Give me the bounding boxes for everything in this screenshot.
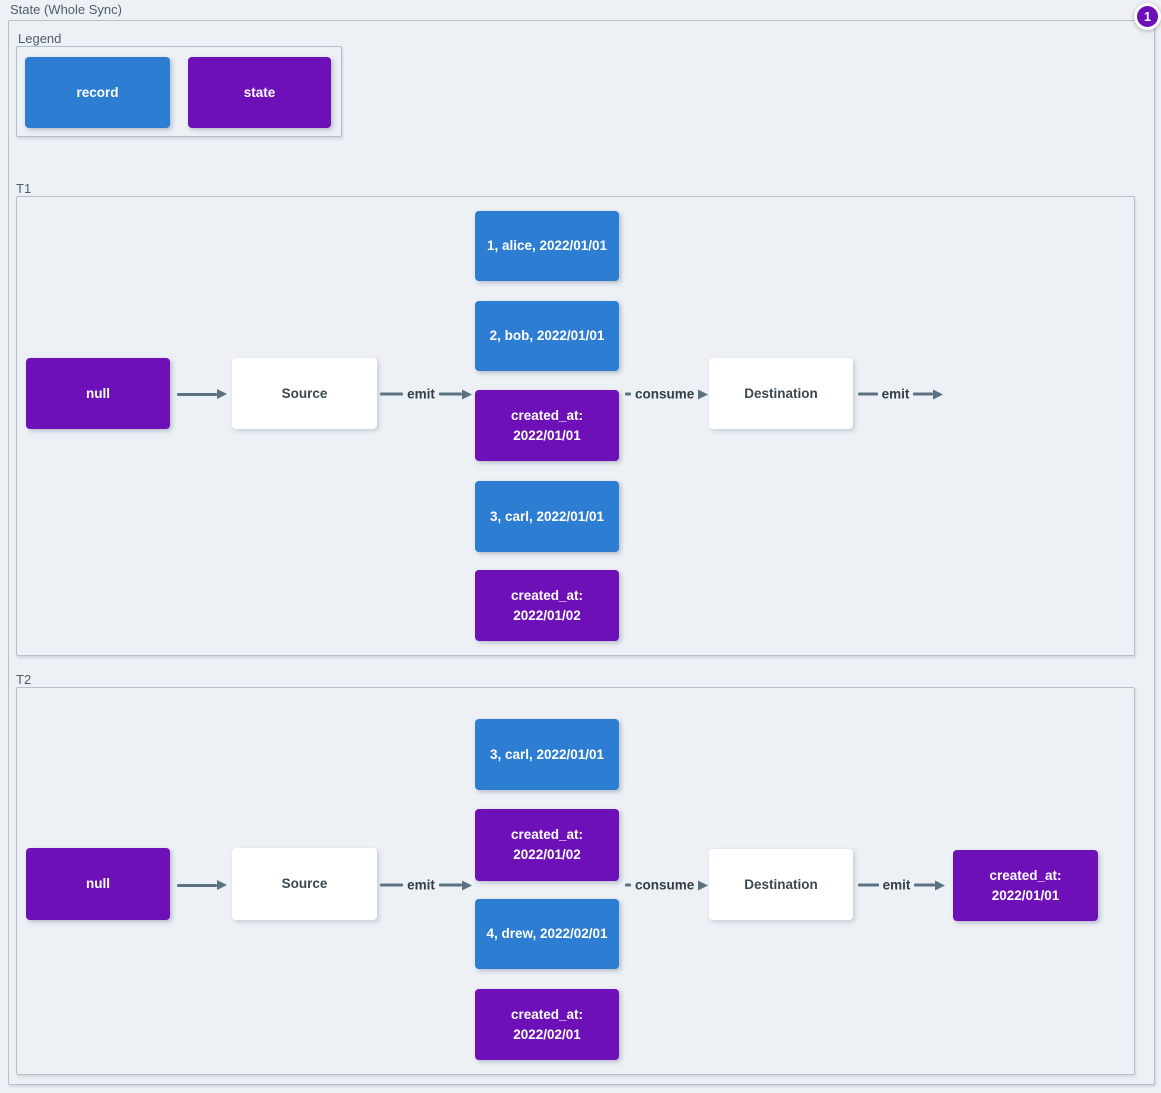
arrowhead-icon [933,389,944,399]
t2-source-node: Source [232,848,377,920]
arrowhead-icon [698,389,709,399]
arrow-line [380,883,404,887]
outer-frame [8,20,1155,1085]
t2-emit-out-arrow: emit [858,877,946,893]
arrowhead-icon [462,880,473,890]
diagram-title: State (Whole Sync) [10,2,122,17]
state-label-line1: created_at: [510,827,584,842]
legend-record-swatch: record [25,57,170,128]
state-label-line1: created_at: [510,1006,584,1022]
t2-state-20220201: created_at: 2022/02/01 [475,989,619,1060]
t2-consume-label: consume [635,877,695,893]
t2-consume-arrow: consume [625,877,709,893]
record-label: 3, carl, 2022/01/01 [489,508,605,524]
legend-label: Legend [18,31,62,46]
t1-record-alice: 1, alice, 2022/01/01 [475,211,619,281]
arrowhead-icon [217,880,227,890]
record-label: 3, carl, 2022/01/01 [489,746,605,762]
t2-state-20220102: created_at: 2022/01/02 [475,809,619,881]
record-label: 4, drew, 2022/02/01 [486,926,608,941]
t2-destination-node: Destination [709,849,853,920]
state-label-line1: created_at: [510,407,584,423]
state-label-line2: 2022/02/01 [513,1026,581,1042]
legend-record-label: record [76,84,119,100]
t1-emit-out-label: emit [881,386,910,402]
t2-label: T2 [16,672,32,687]
arrow-line [914,883,936,887]
t2-record-carl: 3, carl, 2022/01/01 [475,719,619,790]
arrowhead-icon [935,880,946,890]
legend-frame [16,46,342,137]
arrow-line [177,883,217,887]
t2-frame [16,687,1135,1075]
arrowhead-icon [217,389,227,399]
t1-consume-arrow: consume [625,386,709,402]
t2-emit-out-label: emit [882,877,911,893]
state-label-line2: 2022/01/01 [513,427,581,443]
step-badge: 1 [1134,3,1161,30]
t2-emit-label: emit [407,877,435,893]
arrow-line [438,883,463,887]
arrow-line [913,392,934,396]
t1-record-bob: 2, bob, 2022/01/01 [475,301,619,371]
t1-record-carl: 3, carl, 2022/01/01 [475,481,619,552]
record-label: 1, alice, 2022/01/01 [486,238,608,253]
arrow-line [858,392,878,396]
t1-state-20220102: created_at: 2022/01/02 [475,570,619,641]
state-label-line2: 2022/01/01 [991,887,1060,903]
t1-emit-label: emit [407,386,435,402]
t1-emit-arrow: emit [380,386,473,402]
t2-emitted-state-node: created_at: 2022/01/01 [953,850,1098,921]
t1-frame [16,196,1135,656]
state-label-line1: created_at: [510,587,584,603]
record-label: 2, bob, 2022/01/01 [489,328,605,343]
arrow-line [177,392,217,396]
t1-destination-node: Destination [709,358,853,429]
t1-source-node: Source [232,358,377,429]
arrowhead-icon [698,880,709,890]
legend-state-label: state [243,84,276,100]
t1-null-state-node: null [26,358,170,429]
t1-null-label: null [86,385,110,401]
state-label-line1: created_at: [989,867,1062,883]
t2-source-label: Source [281,876,328,891]
t1-consume-label: consume [635,386,695,402]
t2-record-drew: 4, drew, 2022/02/01 [475,899,619,969]
arrowhead-icon [462,389,473,399]
t1-emit-out-arrow: emit [858,386,944,402]
t2-null-to-source-arrow [177,880,227,890]
arrow-line [625,883,631,887]
t1-null-to-source-arrow [177,389,227,399]
t1-state-20220101: created_at: 2022/01/01 [475,390,619,461]
arrow-line [438,392,463,396]
t1-destination-label: Destination [744,385,818,401]
t1-label: T1 [16,181,32,196]
arrow-line [380,392,404,396]
legend-state-swatch: state [188,57,331,128]
t2-destination-label: Destination [744,876,818,892]
t2-null-label: null [86,876,110,891]
t2-emit-arrow: emit [380,877,473,893]
arrow-line [625,392,631,396]
t2-null-state-node: null [26,848,170,920]
arrow-line [858,883,879,887]
state-label-line2: 2022/01/02 [513,607,581,623]
t1-source-label: Source [281,385,328,401]
state-label-line2: 2022/01/02 [513,847,581,862]
step-badge-number: 1 [1144,9,1151,24]
